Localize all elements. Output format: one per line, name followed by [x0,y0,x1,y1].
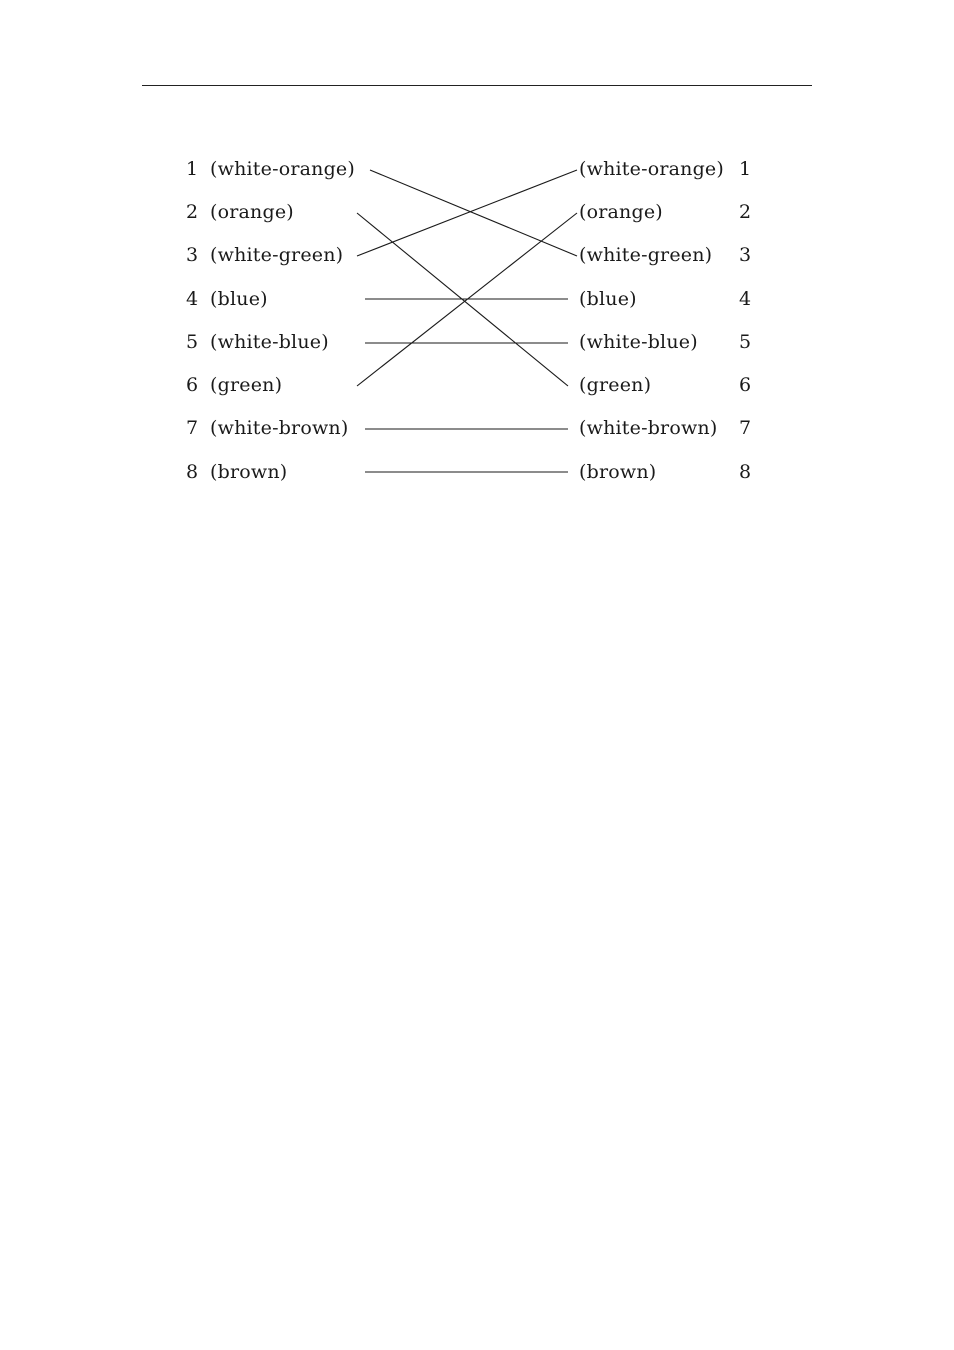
right-pin-1-label: (white-orange) [579,158,724,180]
right-pin-7-label: (white-brown) [579,417,718,439]
left-pin-3-number: 3 [186,244,199,266]
left-pin-6-label: (green) [210,374,283,396]
right-pin-6-label: (green) [579,374,652,396]
wire-6-to-2 [356,212,578,387]
header-rule [142,85,812,86]
left-pin-2-label: (orange) [210,201,294,223]
right-pin-7-number: 7 [739,417,752,439]
left-pin-4-label: (blue) [210,288,268,310]
right-pin-2-number: 2 [739,201,752,223]
left-pin-5-label: (white-blue) [210,331,329,353]
wire-3-to-1 [356,169,578,257]
wire-connections [356,169,578,473]
left-pin-2-number: 2 [186,201,199,223]
right-pin-8-number: 8 [739,461,752,483]
right-pin-4-number: 4 [739,288,752,310]
crossover-wiring-diagram: 1 (white-orange) 2 (orange) 3 (white-gre… [0,0,954,600]
left-pin-1-label: (white-orange) [210,158,355,180]
left-pin-8-number: 8 [186,461,199,483]
wire-1-to-3 [369,169,578,257]
left-pin-7-label: (white-brown) [210,417,349,439]
right-pin-4-label: (blue) [579,288,637,310]
left-pin-1-number: 1 [186,158,199,180]
right-pin-5-label: (white-blue) [579,331,698,353]
right-pin-1-number: 1 [739,158,752,180]
right-pin-2-label: (orange) [579,201,663,223]
right-pin-6-number: 6 [739,374,752,396]
left-pin-3-label: (white-green) [210,244,344,266]
left-pin-7-number: 7 [186,417,199,439]
right-pin-3-label: (white-green) [579,244,713,266]
left-pin-6-number: 6 [186,374,199,396]
right-pin-3-number: 3 [739,244,752,266]
left-pin-4-number: 4 [186,288,199,310]
right-pin-5-number: 5 [739,331,752,353]
left-pin-5-number: 5 [186,331,199,353]
left-pin-8-label: (brown) [210,461,288,483]
right-pin-8-label: (brown) [579,461,657,483]
